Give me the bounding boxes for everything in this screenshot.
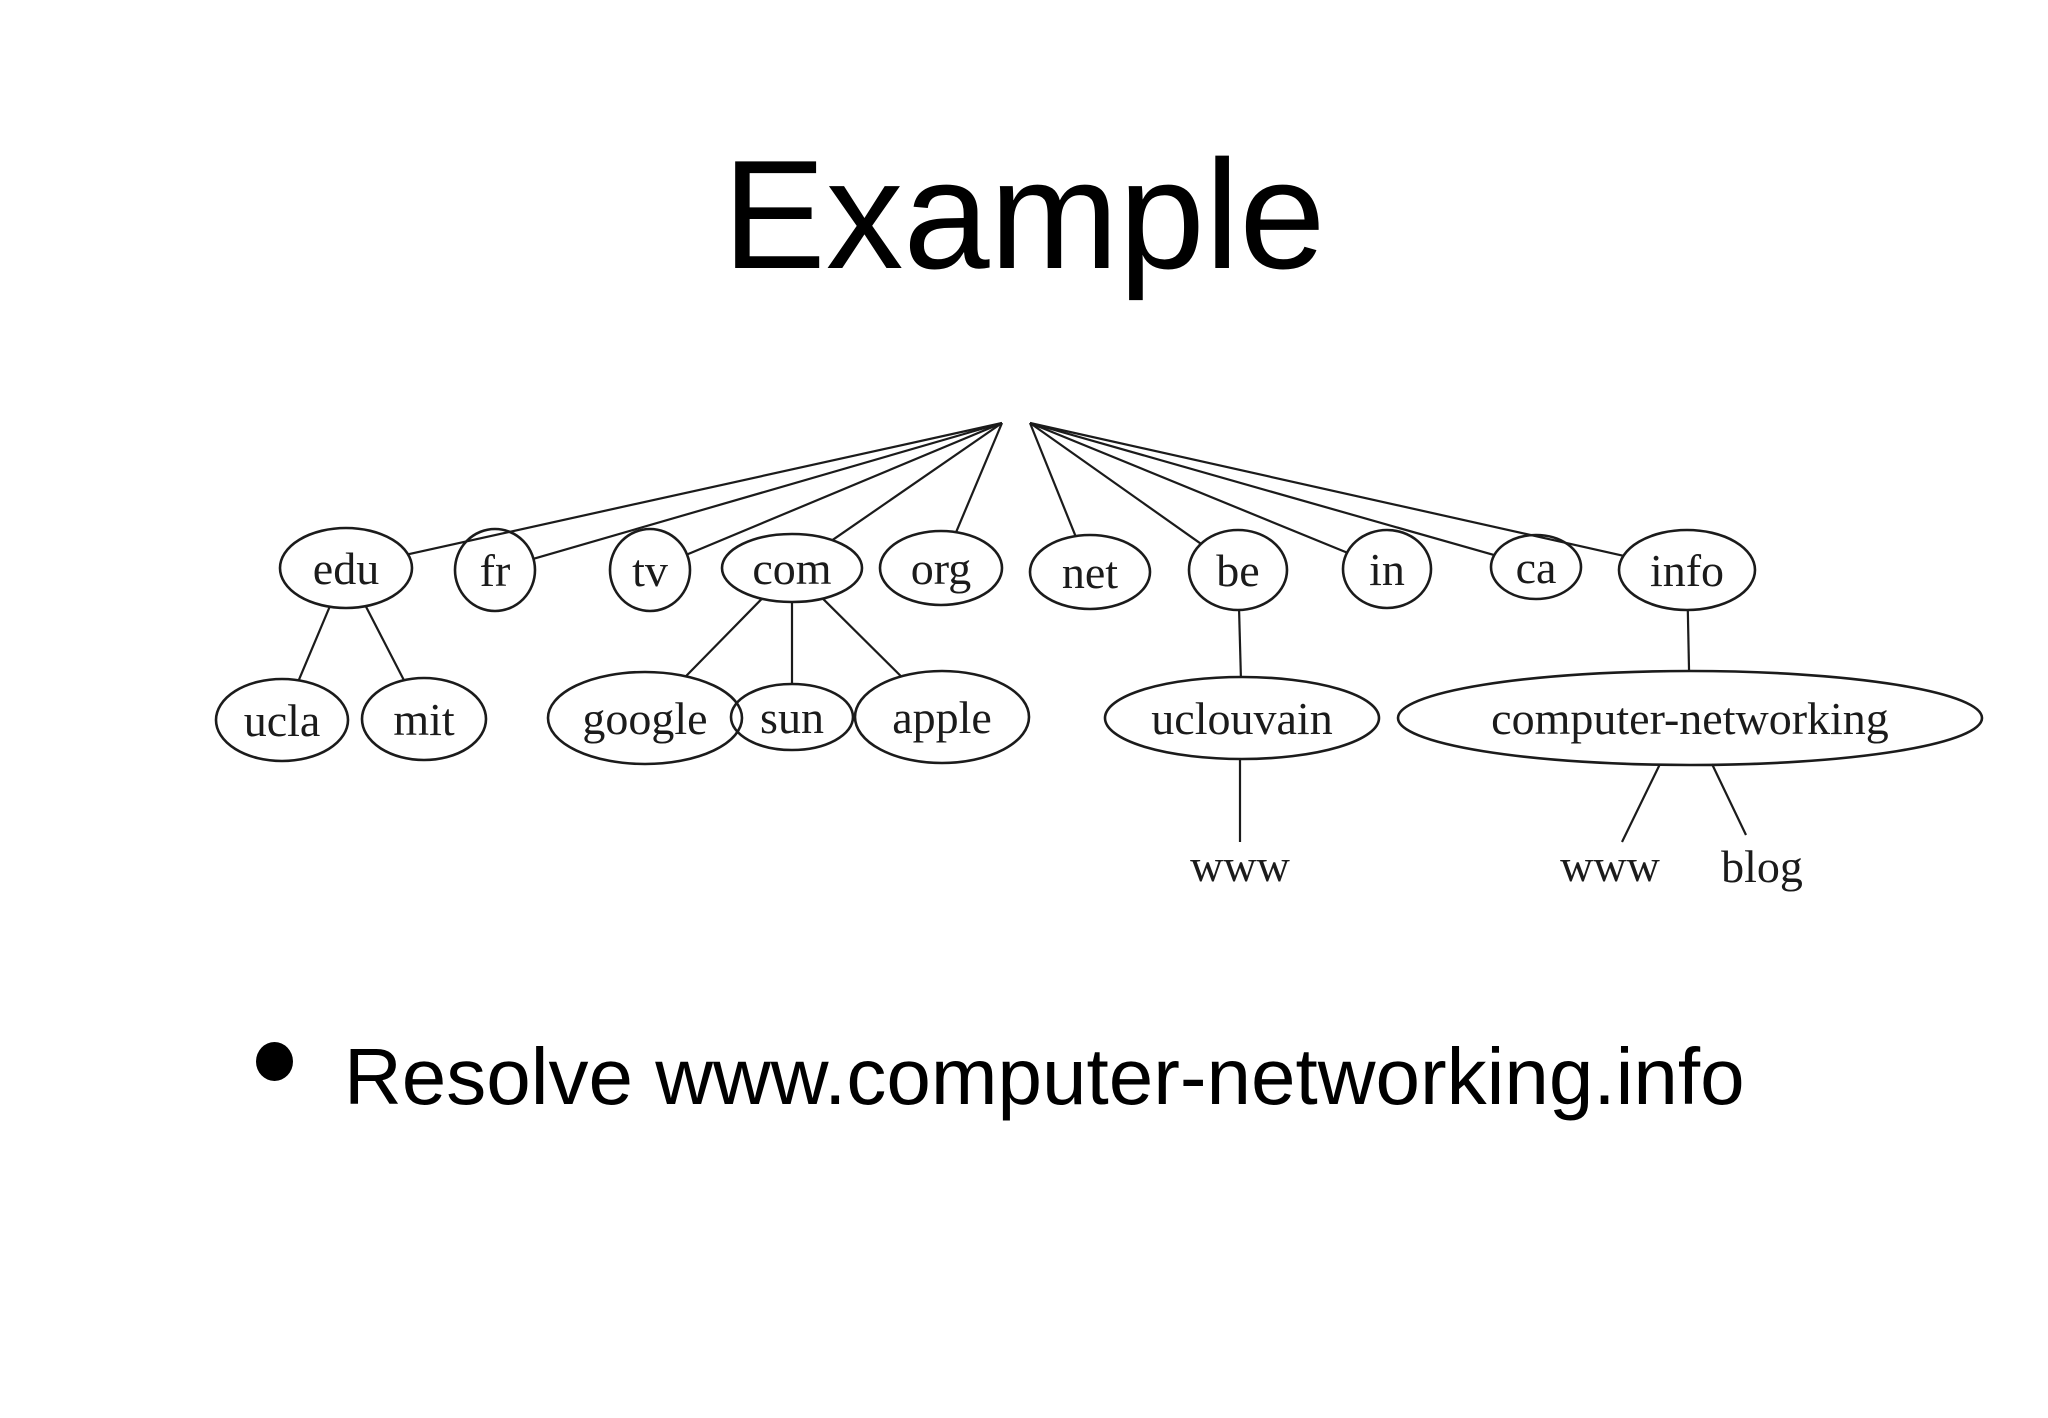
- tree-node-label-cn: computer-networking: [1491, 693, 1889, 744]
- tree-node-label-tv: tv: [632, 545, 668, 596]
- tree-edge-blog-cn: [1711, 763, 1747, 836]
- tree-edge-rootL-fr: [533, 421, 1003, 560]
- tree-node-label-com: com: [752, 543, 831, 594]
- tree-node-label-org: org: [911, 543, 972, 594]
- tree-edge-be-uclouvain: [1237, 609, 1242, 678]
- tree-node-mit: [360, 676, 488, 762]
- tree-node-in: [1341, 528, 1433, 610]
- tree-node-label-uclouvain: uclouvain: [1151, 693, 1332, 744]
- tree-edge-rootR-net: [1028, 422, 1077, 537]
- tree-edge-edu-ucla: [297, 606, 331, 681]
- tree-node-apple: [853, 669, 1031, 765]
- tree-node-label-edu: edu: [313, 543, 379, 594]
- tree-edge-rootL-edu: [407, 421, 1003, 556]
- tree-edge-rootL-org: [955, 422, 1004, 533]
- tree-node-edu: [278, 526, 414, 610]
- tree-node-info: [1617, 528, 1757, 612]
- tree-edge-rootR-info: [1029, 421, 1624, 557]
- tree-node-label-ucla: ucla: [244, 695, 321, 746]
- tree-node-com: [720, 532, 864, 604]
- tree-node-label-be: be: [1216, 545, 1259, 596]
- tree-node-label-apple: apple: [892, 692, 992, 743]
- tree-node-label-fr: fr: [480, 545, 511, 596]
- tree-node-label-net: net: [1062, 547, 1118, 598]
- leaf-label-www-cn: www: [1560, 840, 1660, 891]
- tree-edge-rootR-be: [1029, 422, 1202, 545]
- tree-node-label-mit: mit: [393, 694, 455, 745]
- tree-node-be: [1187, 528, 1289, 612]
- tree-node-google: [546, 670, 744, 766]
- tree-edge-rootR-ca: [1029, 421, 1495, 557]
- tree-edge-edu-mit: [364, 605, 405, 681]
- slide-title: Example: [722, 128, 1326, 301]
- tree-node-label-in: in: [1369, 544, 1405, 595]
- tree-node-cn: [1396, 669, 1984, 767]
- tree-node-ucla: [214, 677, 350, 763]
- tree-node-label-sun: sun: [760, 692, 824, 743]
- tree-edge-rootL-tv: [686, 421, 1003, 556]
- tree-node-label-ca: ca: [1516, 542, 1557, 593]
- tree-node-fr: [453, 527, 537, 613]
- tree-node-label-info: info: [1650, 545, 1724, 596]
- tree-node-tv: [608, 527, 692, 613]
- tree-edge-com-apple: [821, 597, 902, 678]
- leaf-label-www-uclouvain: www: [1190, 840, 1290, 891]
- tree-edge-rootL-com: [831, 422, 1003, 542]
- bullet-dot-icon: [256, 1042, 293, 1081]
- tree-node-ca: [1489, 533, 1583, 601]
- tree-node-net: [1028, 533, 1152, 611]
- tree-edge-info-cn: [1686, 609, 1691, 672]
- tree-edge-rootR-in: [1029, 421, 1348, 554]
- leaf-label-blog-cn: blog: [1721, 841, 1803, 892]
- tree-node-org: [878, 529, 1004, 607]
- tree-node-label-google: google: [582, 693, 707, 744]
- tree-edge-com-google: [685, 597, 763, 678]
- tree-edge-www-cn: [1621, 763, 1661, 843]
- tree-node-sun: [729, 682, 855, 752]
- tree-node-uclouvain: [1103, 675, 1381, 761]
- bullet-text: Resolve www.computer-networking.info: [344, 1032, 1745, 1121]
